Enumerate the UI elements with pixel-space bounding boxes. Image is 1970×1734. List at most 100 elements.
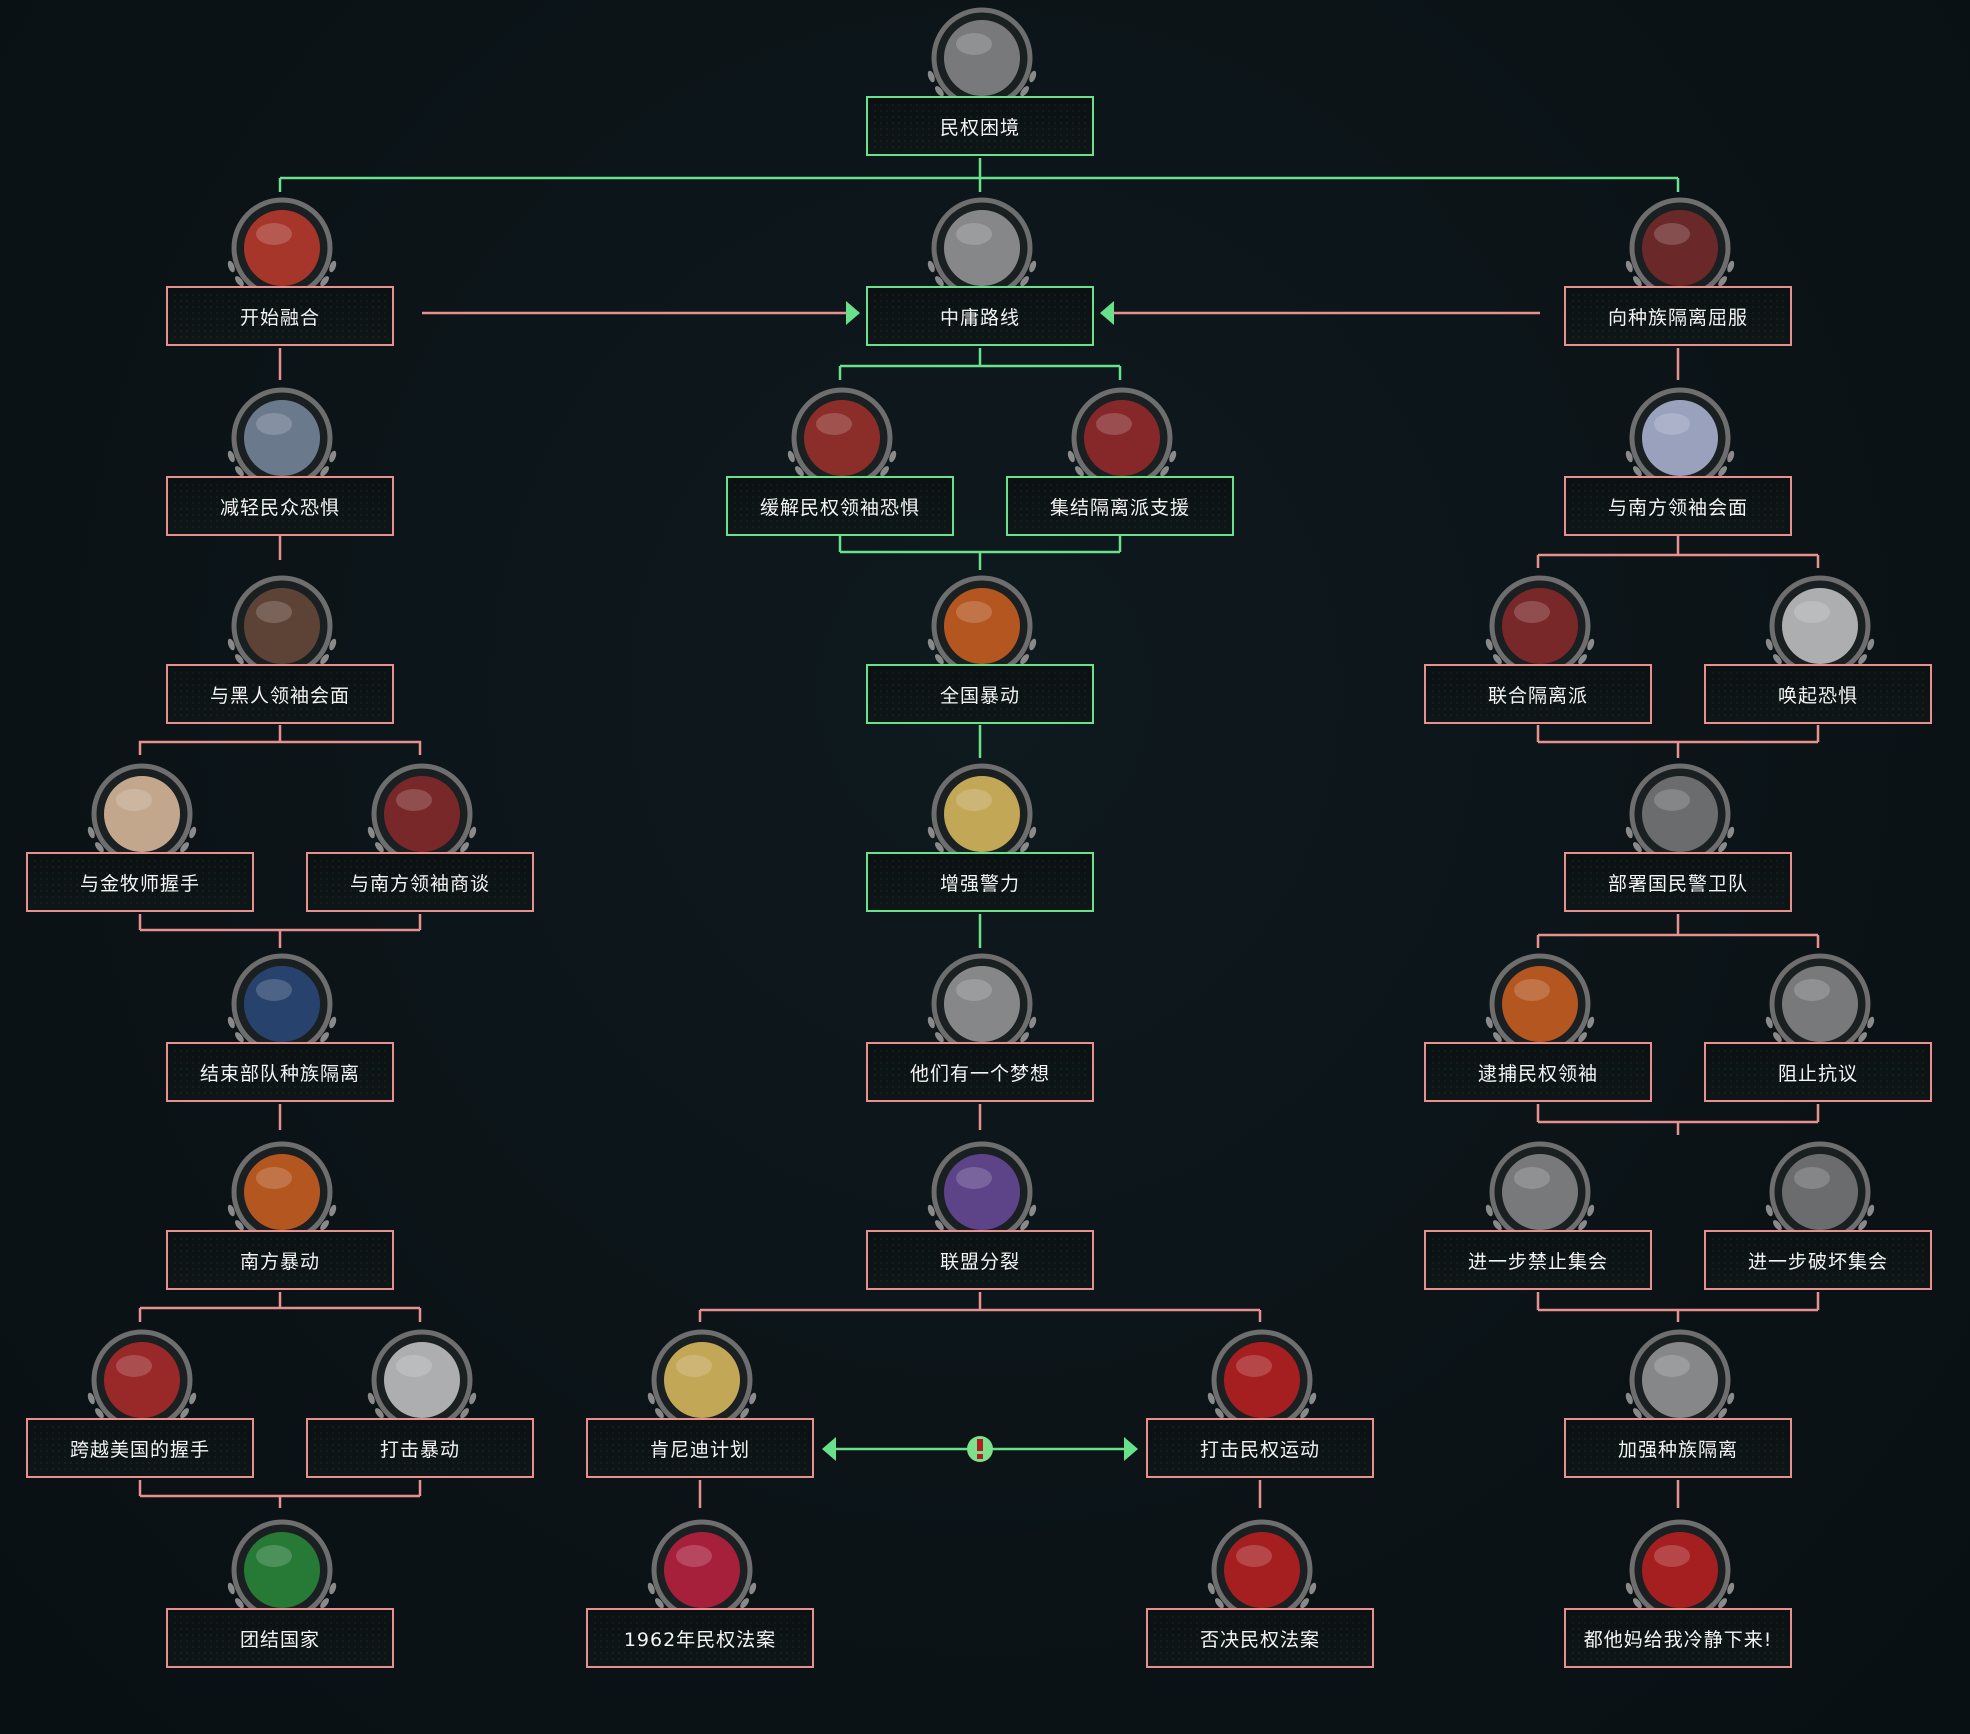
focus-label: 结束部队种族隔离 <box>199 1062 360 1085</box>
focus-kennedy-plan[interactable]: 肯尼迪计划 <box>586 1322 818 1482</box>
roses-1962-icon <box>647 1519 757 1628</box>
focus-civil-rights-dilemma[interactable]: 民权困境 <box>866 0 1098 160</box>
focus-strengthen-segregation[interactable]: 加强种族隔离 <box>1564 1322 1796 1482</box>
red-eyed-boy-icon <box>1207 1329 1317 1438</box>
focus-label: 全国暴动 <box>939 684 1020 707</box>
focus-ban-assemblies[interactable]: 进一步禁止集会 <box>1424 1134 1656 1294</box>
burning-portrait-icon <box>1485 953 1595 1062</box>
focus-yield-segregation[interactable]: 向种族隔离屈服 <box>1564 190 1796 350</box>
burning-flag-icon <box>227 1141 337 1250</box>
focus-label-box: 减轻民众恐惧 <box>166 476 394 536</box>
focus-label-box: 肯尼迪计划 <box>586 1418 814 1478</box>
focus-label: 加强种族隔离 <box>1617 1438 1738 1461</box>
focus-deploy-national-guard[interactable]: 部署国民警卫队 <box>1564 756 1796 916</box>
donkey-icon <box>927 1141 1037 1250</box>
focus-talk-southern-leaders[interactable]: 与南方领袖商谈 <box>306 756 538 916</box>
anime-leaders-podium-icon <box>227 575 337 684</box>
focus-coalition-split[interactable]: 联盟分裂 <box>866 1134 1098 1294</box>
focus-label: 唤起恐惧 <box>1777 684 1858 707</box>
focus-stop-protests[interactable]: 阻止抗议 <box>1704 946 1936 1106</box>
focus-label-box: 民权困境 <box>866 96 1094 156</box>
focus-label: 联合隔离派 <box>1487 684 1588 707</box>
split-faces-icon <box>1625 197 1735 306</box>
focus-handshake-across-america[interactable]: 跨越美国的握手 <box>26 1322 258 1482</box>
focus-label: 1962年民权法案 <box>623 1628 777 1651</box>
focus-label: 部署国民警卫队 <box>1607 872 1748 895</box>
focus-label-box: 增强警力 <box>866 852 1094 912</box>
focus-label: 逮捕民权领袖 <box>1477 1062 1598 1085</box>
focus-label-box: 中庸路线 <box>866 286 1094 346</box>
focus-label-box: 阻止抗议 <box>1704 1042 1932 1102</box>
focus-unite-nation[interactable]: 团结国家 <box>166 1512 398 1672</box>
focus-label-box: 全国暴动 <box>866 664 1094 724</box>
focus-disrupt-assemblies[interactable]: 进一步破坏集会 <box>1704 1134 1936 1294</box>
focus-label-box: 与南方领袖会面 <box>1564 476 1792 536</box>
focus-national-riots[interactable]: 全国暴动 <box>866 568 1098 728</box>
focus-label-box: 他们有一个梦想 <box>866 1042 1094 1102</box>
courtroom-icon <box>1485 1141 1595 1250</box>
focus-label: 开始融合 <box>239 306 320 329</box>
focus-label: 增强警力 <box>939 872 1020 895</box>
focus-label: 他们有一个梦想 <box>909 1062 1050 1085</box>
focus-meet-black-leaders[interactable]: 与黑人领袖会面 <box>166 568 398 728</box>
focus-label: 进一步禁止集会 <box>1467 1250 1608 1273</box>
focus-label-box: 团结国家 <box>166 1608 394 1668</box>
focus-label: 打击暴动 <box>379 1438 460 1461</box>
focus-label-box: 与金牧师握手 <box>26 852 254 912</box>
megaphone-icon <box>1765 575 1875 684</box>
dream-speech-icon <box>927 953 1037 1062</box>
klan-icon <box>367 1329 477 1438</box>
focus-calm-down[interactable]: 都他妈给我冷静下来! <box>1564 1512 1796 1672</box>
focus-ease-public-fear[interactable]: 减轻民众恐惧 <box>166 380 398 540</box>
focus-ease-leaders-fear[interactable]: 缓解民权领袖恐惧 <box>726 380 958 540</box>
focus-label-box: 打击暴动 <box>306 1418 534 1478</box>
focus-start-integration[interactable]: 开始融合 <box>166 190 398 350</box>
focus-label-box: 缓解民权领袖恐惧 <box>726 476 954 536</box>
focus-label-box: 打击民权运动 <box>1146 1418 1374 1478</box>
focus-label: 南方暴动 <box>239 1250 320 1273</box>
focus-label: 与南方领袖会面 <box>1607 496 1748 519</box>
focus-label: 都他妈给我冷静下来! <box>1583 1628 1773 1651</box>
focus-label-box: 唤起恐惧 <box>1704 664 1932 724</box>
focus-civil-rights-act-1962[interactable]: 1962年民权法案 <box>586 1512 818 1672</box>
focus-meet-southern-leaders[interactable]: 与南方领袖会面 <box>1564 380 1796 540</box>
focus-label-box: 逮捕民权领袖 <box>1424 1042 1652 1102</box>
focus-i-have-a-dream[interactable]: 他们有一个梦想 <box>866 946 1098 1106</box>
focus-label: 向种族隔离屈服 <box>1607 306 1748 329</box>
focus-label-box: 联合隔离派 <box>1424 664 1652 724</box>
focus-label-box: 部署国民警卫队 <box>1564 852 1792 912</box>
focus-arrest-leaders[interactable]: 逮捕民权领袖 <box>1424 946 1656 1106</box>
focus-label-box: 1962年民权法案 <box>586 1608 814 1668</box>
focus-unite-segregationists[interactable]: 联合隔离派 <box>1424 568 1656 728</box>
pan-african-flag-icon <box>227 1519 337 1628</box>
focus-rally-segregationists[interactable]: 集结隔离派支援 <box>1006 380 1238 540</box>
focus-label: 肯尼迪计划 <box>649 1438 750 1461</box>
focus-label: 打击民权运动 <box>1199 1438 1320 1461</box>
focus-label-box: 都他妈给我冷静下来! <box>1564 1608 1792 1668</box>
focus-end-army-segregation[interactable]: 结束部队种族隔离 <box>166 946 398 1106</box>
focus-label: 减轻民众恐惧 <box>219 496 340 519</box>
focus-label-box: 向种族隔离屈服 <box>1564 286 1792 346</box>
focus-strike-riots[interactable]: 打击暴动 <box>306 1322 538 1482</box>
focus-label: 中庸路线 <box>939 306 1020 329</box>
focus-label-box: 结束部队种族隔离 <box>166 1042 394 1102</box>
focus-strengthen-police[interactable]: 增强警力 <box>866 756 1098 916</box>
focus-label-box: 集结隔离派支援 <box>1006 476 1234 536</box>
focus-label: 联盟分裂 <box>939 1250 1020 1273</box>
focus-label-box: 开始融合 <box>166 286 394 346</box>
focus-strike-civil-rights[interactable]: 打击民权运动 <box>1146 1322 1378 1482</box>
focus-label: 缓解民权领袖恐惧 <box>759 496 920 519</box>
focus-veto-civil-rights[interactable]: 否决民权法案 <box>1146 1512 1378 1672</box>
focus-label: 进一步破坏集会 <box>1747 1250 1888 1273</box>
focus-evoke-fear[interactable]: 唤起恐惧 <box>1704 568 1936 728</box>
focus-middle-road[interactable]: 中庸路线 <box>866 190 1098 350</box>
focus-label-box: 与黑人领袖会面 <box>166 664 394 724</box>
focus-southern-riots[interactable]: 南方暴动 <box>166 1134 398 1294</box>
focus-shake-hands-king[interactable]: 与金牧师握手 <box>26 756 258 916</box>
focus-label: 跨越美国的握手 <box>69 1438 210 1461</box>
focus-label-box: 跨越美国的握手 <box>26 1418 254 1478</box>
focus-label: 阻止抗议 <box>1777 1062 1858 1085</box>
focus-label-box: 进一步禁止集会 <box>1424 1230 1652 1290</box>
anime-handshake-icon <box>87 763 197 872</box>
